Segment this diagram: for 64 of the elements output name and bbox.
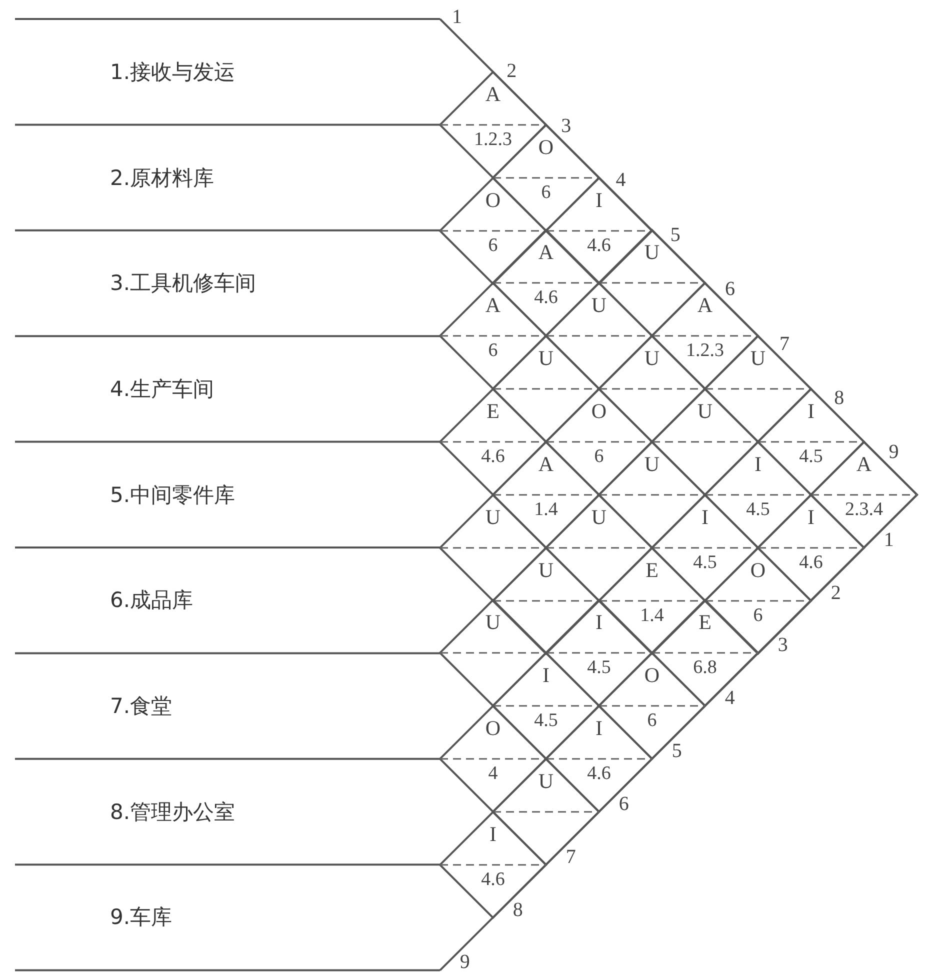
- reason-code: 4.5: [533, 711, 559, 730]
- index-number: 8: [834, 388, 844, 408]
- index-number: 6: [724, 279, 735, 300]
- index-number: 5: [672, 741, 682, 762]
- index-number: 9: [888, 442, 899, 462]
- closeness-rating: U: [484, 612, 502, 634]
- index-number: 3: [778, 635, 788, 656]
- closeness-rating: A: [696, 295, 714, 316]
- reason-code: 6.8: [692, 658, 718, 678]
- closeness-rating: I: [488, 824, 498, 845]
- index-number: 6: [618, 794, 629, 814]
- closeness-rating: U: [537, 560, 555, 580]
- reason-code: 4: [487, 764, 499, 784]
- closeness-rating: U: [537, 348, 555, 370]
- reason-code: 6: [593, 446, 605, 466]
- reason-code: 4.5: [798, 446, 824, 466]
- reason-code: 4.6: [533, 288, 559, 308]
- index-number: 1: [884, 530, 894, 550]
- department-name: 1.接收与发运: [110, 58, 236, 86]
- reason-code: 4.6: [480, 446, 506, 466]
- index-number: 8: [512, 900, 523, 920]
- reason-code: 4.5: [586, 658, 612, 678]
- reason-code: 4.6: [586, 764, 612, 784]
- closeness-rating: U: [696, 400, 714, 422]
- department-name: 9.车库: [110, 904, 172, 932]
- reason-code: 1.2.3: [473, 130, 513, 149]
- reason-code: 4.6: [586, 236, 612, 255]
- department-name: 3.工具机修车间: [110, 270, 256, 298]
- index-number: 1: [452, 7, 462, 27]
- reason-code: 1.2.3: [685, 341, 725, 360]
- index-number: 4: [616, 170, 626, 190]
- index-number: 2: [830, 582, 841, 602]
- index-number: 7: [566, 846, 576, 867]
- closeness-rating: O: [590, 400, 608, 422]
- closeness-rating: A: [484, 84, 502, 105]
- department-name: 7.食堂: [110, 693, 172, 720]
- reason-code: 6: [540, 182, 552, 202]
- index-number: 2: [506, 61, 517, 82]
- department-name: 2.原材料库: [110, 164, 214, 192]
- index-number: 4: [724, 688, 735, 708]
- index-number: 7: [780, 334, 790, 354]
- reason-code: 6: [487, 341, 499, 360]
- reason-code: 4.6: [798, 552, 824, 572]
- reason-code: 4.5: [692, 552, 718, 572]
- index-number: 3: [561, 116, 572, 136]
- closeness-rating: U: [643, 454, 661, 475]
- reason-code: 6: [487, 236, 499, 255]
- index-number: 9: [460, 952, 470, 972]
- closeness-rating: I: [806, 400, 816, 422]
- department-name: 6.成品库: [110, 587, 194, 614]
- closeness-rating: O: [484, 190, 502, 211]
- closeness-rating: E: [486, 400, 500, 422]
- reason-code: 4.6: [480, 870, 506, 889]
- department-name: 4.生产车间: [110, 376, 214, 403]
- reason-code: 4.5: [745, 500, 771, 519]
- department-name: 8.管理办公室: [110, 798, 236, 826]
- reason-code: 1.4: [639, 606, 665, 624]
- closeness-rating: I: [594, 190, 604, 211]
- reason-code: 2.3.4: [844, 500, 884, 519]
- reason-code: 6: [752, 606, 764, 624]
- reason-code: 1.4: [533, 500, 559, 519]
- index-number: 5: [670, 224, 680, 245]
- department-name: 5.中间零件库: [110, 482, 236, 509]
- reason-code: 6: [646, 711, 658, 730]
